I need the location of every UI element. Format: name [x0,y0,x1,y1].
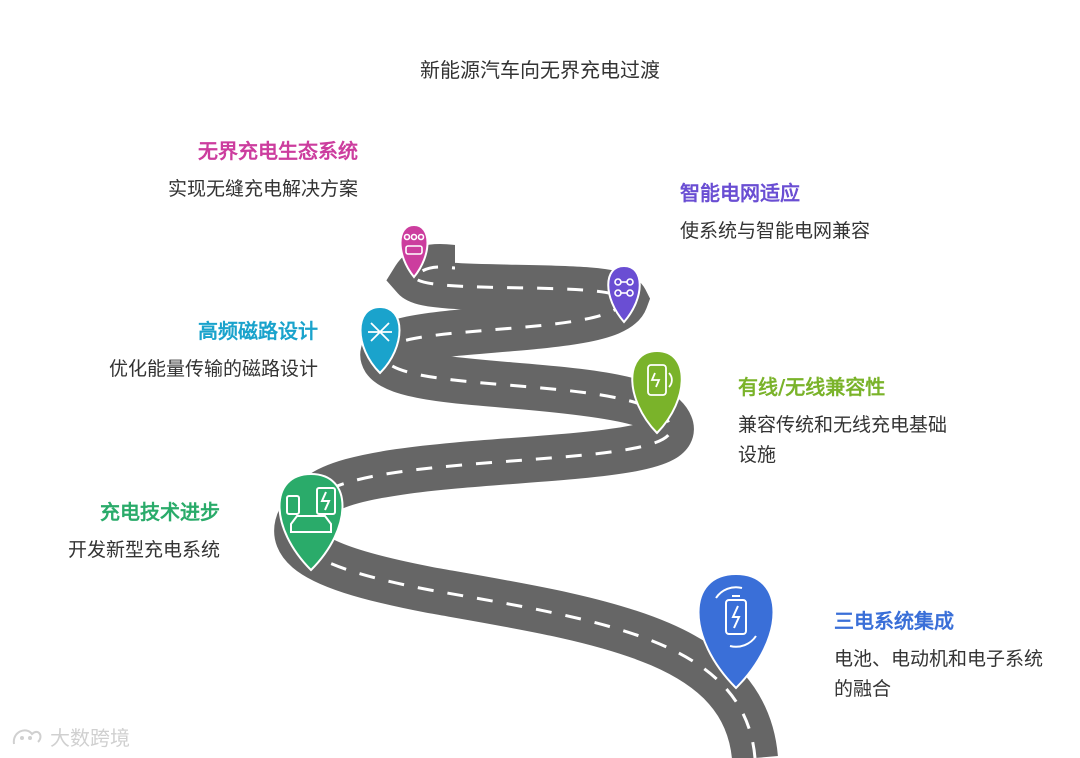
pin-compat [631,349,683,435]
watermark-text: 大数跨境 [50,726,130,750]
ev-charger-icon [286,487,336,533]
battery-cycle-icon [715,586,757,648]
charging-plug-icon [403,233,425,255]
milestone-title: 三电系统集成 [834,609,954,633]
label-ecosystem: 无界充电生态系统 实现无缝充电解决方案 [120,136,358,204]
magnetic-circuit-icon [368,322,392,342]
milestone-title: 高频磁路设计 [198,319,318,343]
milestone-title: 智能电网适应 [680,181,800,205]
watermark: 大数跨境 [10,722,130,751]
milestone-desc: 兼容传统和无线充电基础设施 [738,414,948,466]
label-compat: 有线/无线兼容性 兼容传统和无线充电基础设施 [738,372,953,470]
milestone-title: 无界充电生态系统 [198,139,358,163]
milestone-title: 充电技术进步 [100,500,220,524]
milestone-desc: 实现无缝充电解决方案 [167,178,358,200]
milestone-desc: 开发新型充电系统 [67,539,220,561]
milestone-desc: 使系统与智能电网兼容 [680,220,871,242]
pin-integration [697,572,775,690]
pin-progress [278,472,344,572]
label-magnetic: 高频磁路设计 优化能量传输的磁路设计 [100,316,318,384]
watermark-logo-icon [12,728,42,744]
label-progress: 充电技术进步 开发新型充电系统 [20,497,220,565]
milestone-desc: 优化能量传输的磁路设计 [108,358,318,380]
grid-network-icon [614,278,634,297]
milestone-title: 有线/无线兼容性 [738,375,886,399]
diagram-title: 新能源汽车向无界充电过渡 [420,58,660,82]
pin-smartgrid [607,264,641,324]
wireless-phone-icon [647,364,673,396]
pin-ecosystem [399,223,429,279]
label-smartgrid: 智能电网适应 使系统与智能电网兼容 [680,178,900,246]
milestone-desc: 电池、电动机和电子系统的融合 [834,648,1044,700]
label-integration: 三电系统集成 电池、电动机和电子系统的融合 [834,606,1049,704]
pin-magnetic [359,305,401,375]
